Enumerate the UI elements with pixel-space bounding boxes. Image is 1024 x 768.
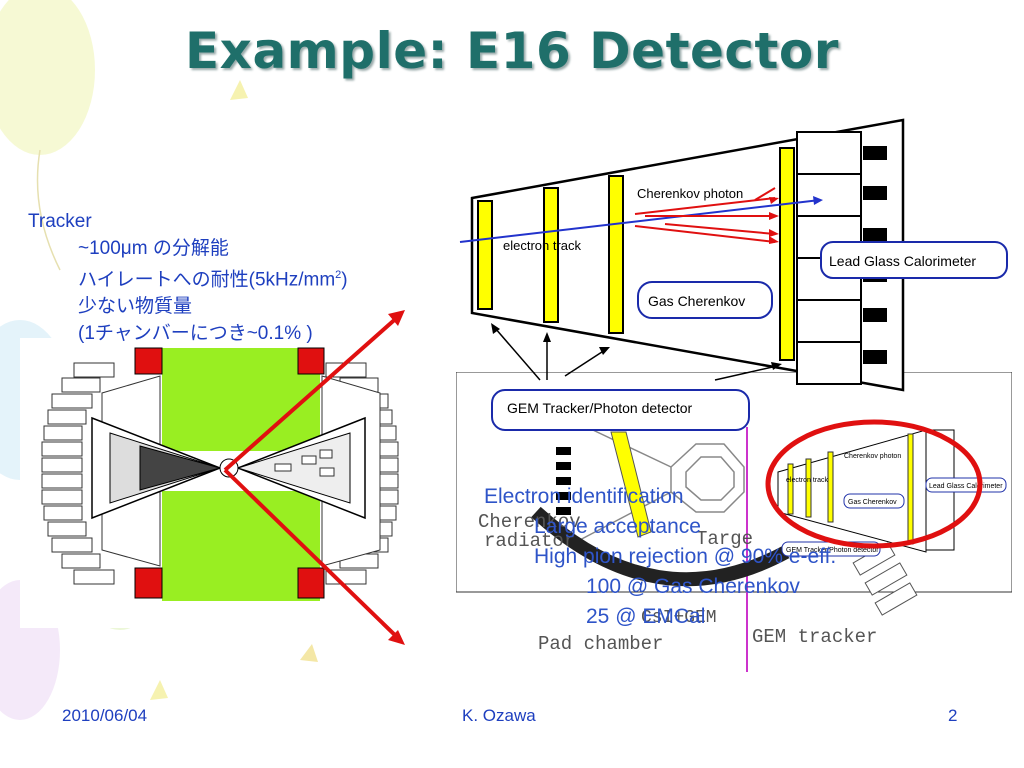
lead-glass-label: Lead Glass Calorimeter [829, 253, 976, 269]
tracker-rate: ハイレートへの耐性(5kHz/mm2) [78, 262, 348, 293]
footer-author: K. Ozawa [462, 706, 536, 725]
tracker-heading: Tracker [28, 211, 92, 232]
eid-gas-cherenkov: 100 @ Gas Cherenkov [586, 575, 800, 598]
detector-schematic: Cherenkov photon electron track Gas Cher… [459, 118, 1008, 392]
electron-track-label: electron track [503, 238, 582, 253]
tracker-material-detail: (1チャンバーにつき~0.1% ) [78, 323, 313, 345]
scan-label-csi-gem: CsI+GEM [641, 608, 717, 628]
tracker-resolution: ~100μm の分解能 [78, 238, 229, 259]
tracker-specs: Tracker ~100μm の分解能 ハイレートへの耐性(5kHz/mm2) … [28, 208, 348, 347]
eid-pion-rejection: High pion rejection @ 90% e-eff. [534, 545, 837, 568]
slide-title: Example: E16 Detector [185, 22, 839, 80]
electron-id-specs: Electron identification Large acceptance… [484, 482, 836, 632]
cherenkov-photon-label: Cherenkov photon [637, 186, 743, 201]
scan-label-radiator: radiator [484, 530, 575, 552]
eid-acceptance: Large acceptance [534, 515, 701, 538]
gem-tracker-label-text: GEM Tracker/Photon detector [507, 400, 693, 416]
scan-label-target: Targe [696, 528, 753, 550]
tracker-rate-tail: ) [341, 269, 348, 291]
footer-page-number: 2 [948, 706, 958, 725]
gas-cherenkov-label: Gas Cherenkov [648, 293, 745, 309]
scan-label-gem-tracker: GEM tracker [752, 626, 877, 648]
tracker-material: 少ない物質量 [78, 296, 193, 318]
inset-cherenkov-label: Cherenkov photon [844, 453, 901, 460]
scan-label-pad-chamber: Pad chamber [538, 633, 663, 655]
gem-tracker-label: GEM Tracker/Photon detector [491, 389, 750, 431]
detector-cross-section [20, 338, 420, 628]
tracker-rate-sup: 2 [335, 269, 342, 281]
eid-emcal: 25 @ EMCal [586, 605, 706, 628]
inset-electron-track-label: electron track [786, 477, 829, 484]
footer-date: 2010/06/04 [62, 706, 148, 725]
inset-gem-label: GEM Tracker/Photon detector [786, 547, 879, 554]
eid-heading: Electron identification [484, 485, 684, 508]
inset-gas-cherenkov-label: Gas Cherenkov [848, 499, 897, 506]
tracker-rate-text: ハイレートへの耐性(5kHz/mm [78, 269, 336, 291]
scan-label-cherenkov: Cherenkov [478, 511, 581, 533]
inset-lead-glass-label: Lead Glass Calorimeter [929, 483, 1003, 490]
